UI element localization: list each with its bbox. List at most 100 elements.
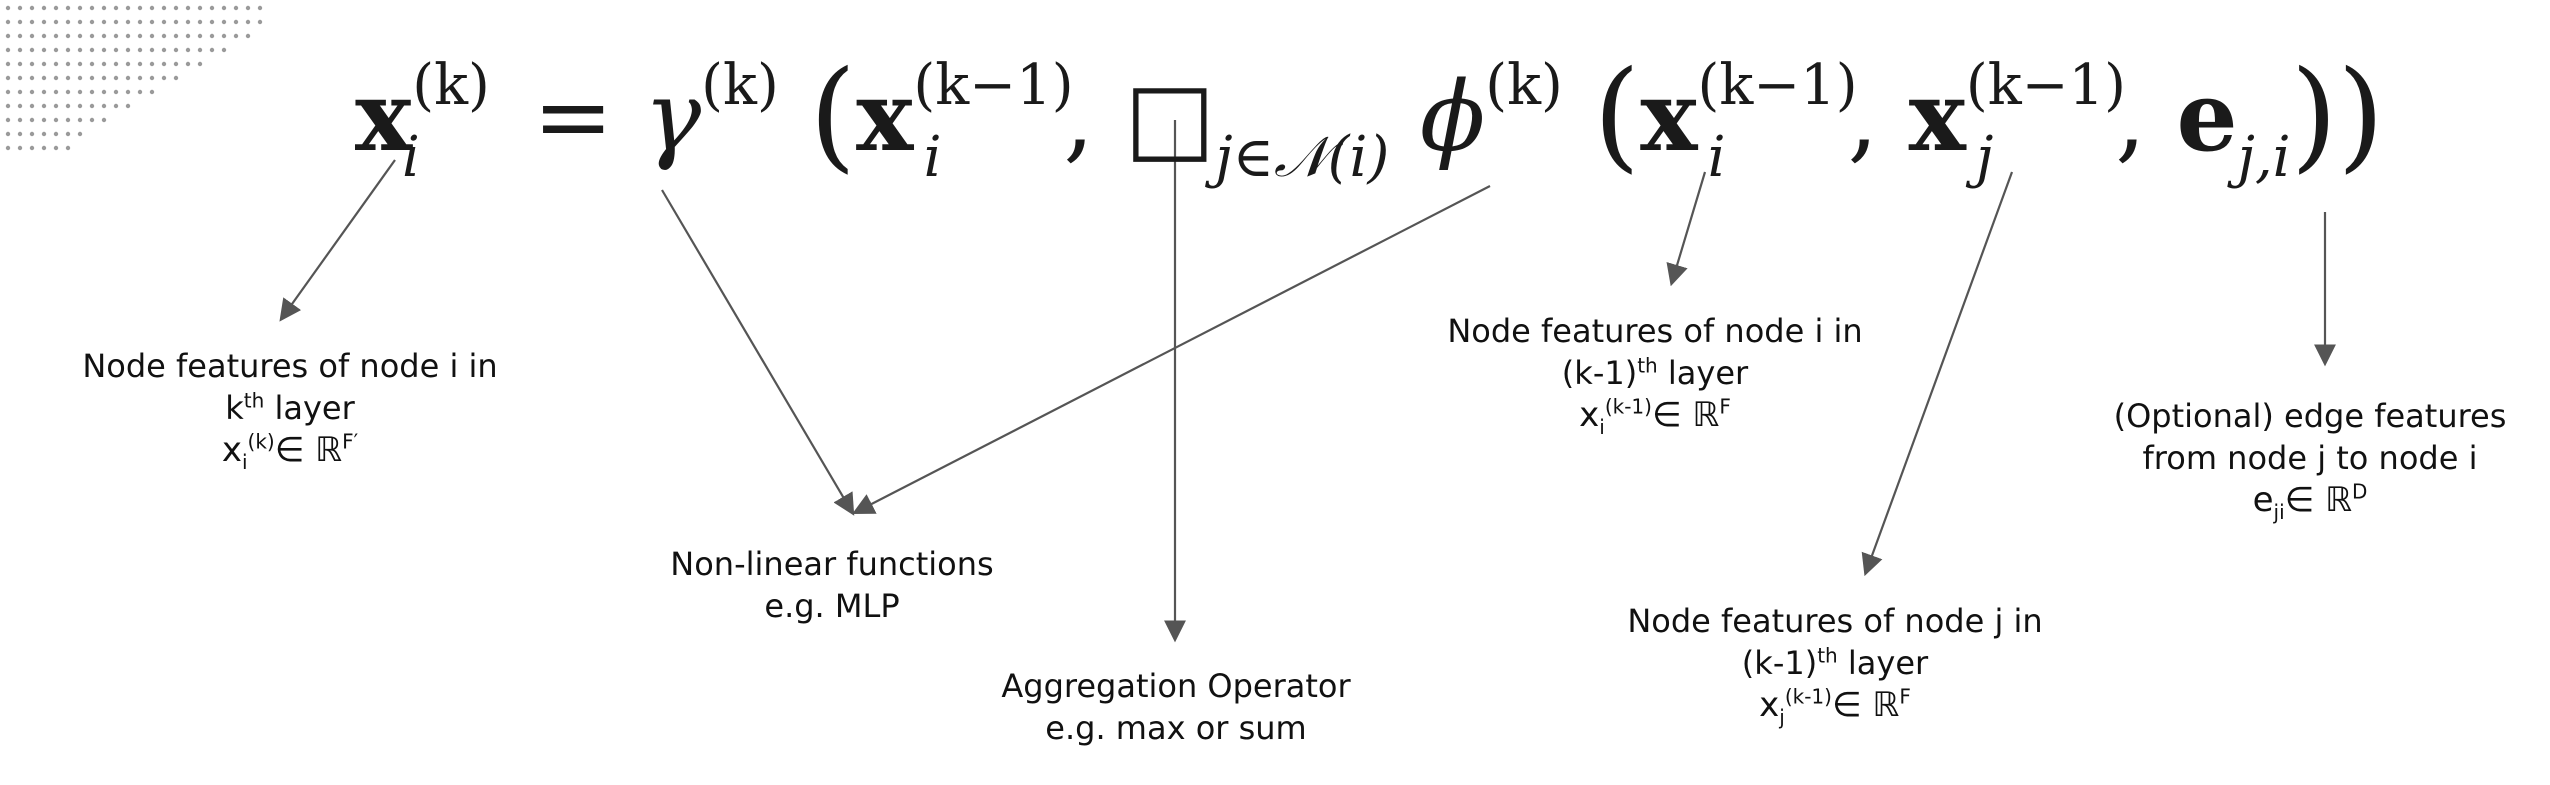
decorative-dot <box>29 103 35 109</box>
decorative-dot <box>89 117 95 123</box>
decorative-dot <box>5 33 11 39</box>
decorative-dot <box>125 103 131 109</box>
eq-paren-open-2: ( <box>1593 46 1641 185</box>
arrow-xi-k <box>279 159 396 322</box>
annotation-edge-math: eji∈ ℝD <box>2050 479 2550 524</box>
eq-comma-3: , <box>2115 61 2146 173</box>
annotation-node-features-k: Node features of node i in kth layer xi(… <box>30 345 550 472</box>
decorative-dot <box>5 75 11 81</box>
decorative-dot <box>137 19 143 25</box>
decorative-dot <box>137 33 143 39</box>
decorative-dot <box>17 33 23 39</box>
decorative-dot <box>65 19 71 25</box>
decorative-dot <box>65 75 71 81</box>
decorative-dot <box>29 131 35 137</box>
decorative-dot <box>89 19 95 25</box>
math-sup: (k-1) <box>1784 684 1832 709</box>
decorative-dot <box>161 61 167 67</box>
decorative-dot <box>125 61 131 67</box>
decorative-dot <box>41 75 47 81</box>
decorative-dot <box>89 75 95 81</box>
decorative-dot <box>113 19 119 25</box>
decorative-dot <box>29 47 35 53</box>
decorative-dot <box>221 19 227 25</box>
decorative-dot <box>257 5 263 11</box>
arrow-phi <box>852 185 1491 515</box>
decorative-dot <box>29 33 35 39</box>
annotation-xj-km1-line2: (k-1)th layer <box>1575 642 2095 684</box>
eq-phi: ϕ <box>1419 61 1486 173</box>
layer-index: k <box>225 389 244 427</box>
eq-paren-open-1: ( <box>809 46 857 185</box>
decorative-dot <box>41 89 47 95</box>
decorative-dot <box>113 33 119 39</box>
decorative-dot <box>101 33 107 39</box>
decorative-dot <box>41 103 47 109</box>
decorative-dot <box>149 33 155 39</box>
decorative-dot <box>29 61 35 67</box>
decorative-dot <box>65 61 71 67</box>
decorative-dot <box>221 5 227 11</box>
ordinal-suffix: th <box>1637 353 1658 378</box>
decorative-dot <box>53 33 59 39</box>
decorative-dot <box>113 47 119 53</box>
decorative-dot <box>185 19 191 25</box>
annotation-node-features-j-km1: Node features of node j in (k-1)th layer… <box>1575 600 2095 727</box>
decorative-dot <box>65 89 71 95</box>
decorative-dot <box>89 47 95 53</box>
eq-x-arg1: x <box>856 60 914 173</box>
decorative-dot <box>53 61 59 67</box>
decorative-dot <box>29 5 35 11</box>
math-in-reals: ∈ ℝ <box>1831 685 1900 725</box>
decorative-dot <box>101 103 107 109</box>
eq-comma-1: , <box>1063 61 1094 173</box>
decorative-dot <box>77 117 83 123</box>
layer-word: layer <box>264 389 355 427</box>
math-x: x <box>221 430 242 470</box>
eq-e: e <box>2176 60 2238 173</box>
decorative-dot <box>137 89 143 95</box>
decorative-dot <box>17 61 23 67</box>
math-sub: ji <box>2273 499 2285 524</box>
decorative-dot <box>245 19 251 25</box>
decorative-dot <box>53 89 59 95</box>
decorative-dot <box>125 75 131 81</box>
layer-word: layer <box>1837 644 1929 682</box>
decorative-dot <box>89 89 95 95</box>
eq-gamma: γ <box>643 61 702 173</box>
math-dim: F′ <box>342 429 359 454</box>
decorative-dot <box>173 61 179 67</box>
decorative-dot <box>53 19 59 25</box>
decorative-dot <box>209 19 215 25</box>
decorative-dot <box>65 131 71 137</box>
math-in-reals: ∈ ℝ <box>2284 480 2352 520</box>
decorative-dot <box>185 47 191 53</box>
decorative-dot <box>29 89 35 95</box>
decorative-dot <box>41 19 47 25</box>
decorative-dot <box>77 61 83 67</box>
decorative-dot-pattern <box>5 5 263 151</box>
decorative-dot <box>149 75 155 81</box>
decorative-dot <box>5 131 11 137</box>
decorative-dot <box>17 19 23 25</box>
decorative-dot <box>17 103 23 109</box>
annotation-aggregation-line1: Aggregation Operator <box>1001 667 1351 705</box>
decorative-dot <box>161 75 167 81</box>
decorative-dot <box>113 75 119 81</box>
annotation-edge-line2: from node j to node i <box>2142 439 2478 477</box>
decorative-dot <box>5 61 11 67</box>
decorative-dot <box>89 61 95 67</box>
ordinal-suffix: th <box>1817 643 1838 668</box>
decorative-dot <box>29 19 35 25</box>
eq-phi-sup: (k) <box>1485 53 1563 118</box>
decorative-dot <box>113 103 119 109</box>
decorative-dot <box>77 75 83 81</box>
decorative-dot <box>125 33 131 39</box>
decorative-dot <box>17 145 23 151</box>
decorative-dot <box>113 61 119 67</box>
decorative-dot <box>161 19 167 25</box>
decorative-dot <box>17 47 23 53</box>
decorative-dot <box>185 5 191 11</box>
decorative-dot <box>197 19 203 25</box>
